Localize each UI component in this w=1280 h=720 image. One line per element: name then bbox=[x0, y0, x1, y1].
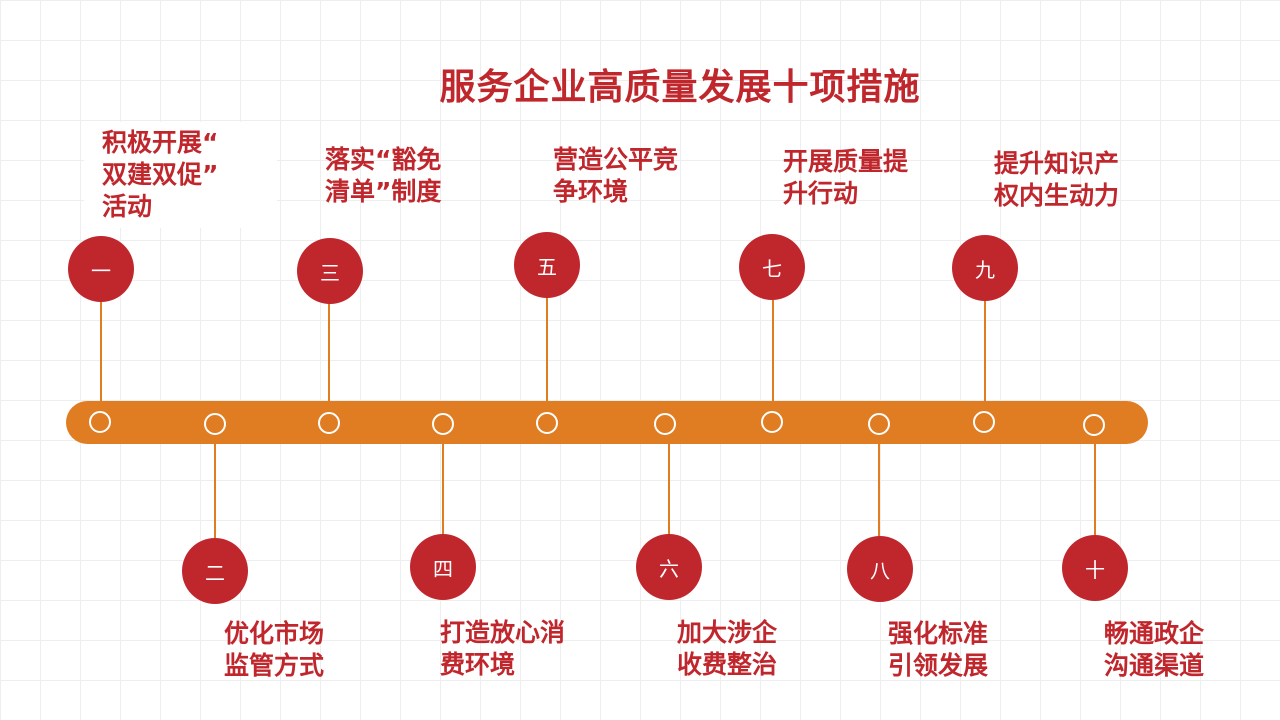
measure-label-9-line-2: 权内生动力 bbox=[994, 181, 1120, 210]
connector-line-9 bbox=[984, 300, 986, 412]
measure-label-9: 提升知识产 权内生动力 bbox=[994, 148, 1119, 212]
measure-label-5: 营造公平竞 争环境 bbox=[553, 144, 678, 208]
timeline-node-9 bbox=[973, 411, 995, 433]
measure-label-5-line-2: 争环境 bbox=[553, 177, 629, 206]
measure-badge-2: 二 bbox=[182, 538, 248, 604]
timeline-node-5 bbox=[536, 412, 558, 434]
measure-badge-1: 一 bbox=[68, 236, 134, 302]
connector-line-7 bbox=[772, 300, 774, 412]
measure-label-4-line-2: 费环境 bbox=[440, 650, 516, 679]
measure-label-6-line-2: 收费整治 bbox=[677, 650, 778, 679]
measure-label-2-line-1: 优化市场 bbox=[224, 619, 325, 648]
measure-label-2-line-2: 监管方式 bbox=[224, 651, 325, 680]
measure-label-4-line-1: 打造放心消 bbox=[440, 618, 566, 647]
connector-line-1 bbox=[100, 300, 102, 412]
timeline-node-3 bbox=[318, 412, 340, 434]
measure-label-8: 强化标准 引领发展 bbox=[888, 618, 988, 682]
measure-badge-4: 四 bbox=[410, 534, 476, 600]
measure-label-8-line-1: 强化标准 bbox=[888, 619, 989, 648]
measure-badge-9: 九 bbox=[952, 235, 1018, 301]
connector-line-10 bbox=[1094, 424, 1096, 536]
measure-label-3-line-1: 落实“豁免 bbox=[325, 145, 442, 174]
measure-label-3-line-2: 清单”制度 bbox=[325, 177, 442, 206]
timeline-node-4 bbox=[432, 413, 454, 435]
measure-label-7: 开展质量提 升行动 bbox=[783, 146, 908, 210]
measure-label-7-line-1: 开展质量提 bbox=[783, 147, 909, 176]
page-title: 服务企业高质量发展十项措施 bbox=[439, 67, 921, 108]
measure-label-5-line-1: 营造公平竞 bbox=[553, 145, 679, 174]
measure-label-2: 优化市场 监管方式 bbox=[224, 618, 324, 682]
connector-line-5 bbox=[546, 297, 548, 413]
measure-label-1: 积极开展“ 双建双促” 活动 bbox=[102, 127, 218, 223]
timeline-node-8 bbox=[868, 413, 890, 435]
timeline-node-10 bbox=[1083, 414, 1105, 436]
measure-badge-6: 六 bbox=[636, 534, 702, 600]
measure-label-6-line-1: 加大涉企 bbox=[677, 618, 778, 647]
timeline-node-1 bbox=[89, 411, 111, 433]
connector-line-2 bbox=[214, 424, 216, 538]
measure-label-10: 畅通政企 沟通渠道 bbox=[1104, 618, 1204, 682]
measure-label-8-line-2: 引领发展 bbox=[888, 651, 989, 680]
measure-badge-7: 七 bbox=[739, 234, 805, 300]
measure-label-7-line-2: 升行动 bbox=[783, 179, 859, 208]
timeline-bar bbox=[66, 401, 1148, 444]
connector-line-8 bbox=[878, 424, 880, 536]
measure-badge-3: 三 bbox=[297, 238, 363, 304]
measure-label-9-line-1: 提升知识产 bbox=[994, 149, 1120, 178]
measure-label-10-line-2: 沟通渠道 bbox=[1104, 651, 1205, 680]
timeline-node-7 bbox=[761, 411, 783, 433]
connector-line-6 bbox=[668, 424, 670, 536]
measure-label-10-line-1: 畅通政企 bbox=[1104, 619, 1205, 648]
measure-label-4: 打造放心消 费环境 bbox=[440, 617, 565, 681]
measure-badge-10: 十 bbox=[1062, 535, 1128, 601]
measure-label-1-line-1: 积极开展“ bbox=[102, 128, 219, 157]
timeline-node-6 bbox=[654, 413, 676, 435]
measure-label-1-line-3: 活动 bbox=[102, 192, 153, 221]
measure-badge-8: 八 bbox=[847, 536, 913, 602]
first-label-background bbox=[84, 122, 277, 228]
measure-label-6: 加大涉企 收费整治 bbox=[677, 617, 777, 681]
measure-label-1-line-2: 双建双促” bbox=[102, 160, 219, 189]
connector-line-4 bbox=[442, 424, 444, 536]
measure-badge-5: 五 bbox=[514, 232, 580, 298]
timeline-node-2 bbox=[204, 413, 226, 435]
connector-line-3 bbox=[328, 303, 330, 413]
measure-label-3: 落实“豁免 清单”制度 bbox=[325, 144, 441, 208]
